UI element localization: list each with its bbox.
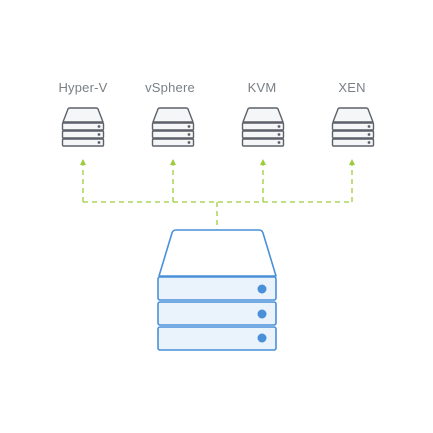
server-icon-kvm-unit-1 [241, 122, 285, 131]
server-icon-kvm-led-3 [277, 141, 281, 144]
server-icon-vsphere-led-1 [187, 125, 191, 128]
server-icon-vsphere [151, 107, 195, 147]
server-icon-vsphere-unit-2 [151, 130, 195, 139]
xen-label: XEN [338, 80, 366, 95]
storage-unit-3 [157, 326, 277, 351]
arrowhead-vsphere [170, 159, 176, 165]
storage-top [158, 229, 277, 277]
storage-unit-1 [157, 276, 277, 301]
server-icon-xen-led-1 [367, 125, 371, 128]
server-icon-hyperv-unit-3 [61, 138, 105, 147]
server-icon-hyperv-led-2 [97, 133, 101, 136]
server-icon-vsphere-unit-1 [151, 122, 195, 131]
storage-unit-2 [157, 301, 277, 326]
arrowhead-xen [349, 159, 355, 165]
hyperv-label: Hyper-V [58, 80, 108, 95]
server-icon-kvm-top [242, 107, 284, 123]
server-icon-xen-led-3 [367, 141, 371, 144]
server-icon-vsphere-unit-3 [151, 138, 195, 147]
server-icon-hyperv [61, 107, 105, 147]
server-icon-kvm-led-1 [277, 125, 281, 128]
server-icon-xen [331, 107, 375, 147]
storage-led-2 [257, 309, 267, 319]
server-icon-hyperv-unit-2 [61, 130, 105, 139]
arrowhead-kvm [260, 159, 266, 165]
server-icon-vsphere-led-2 [187, 133, 191, 136]
server-icon-xen-unit-1 [331, 122, 375, 131]
server-icon-hyperv-top [62, 107, 104, 123]
vsphere-label: vSphere [145, 80, 195, 95]
kvm-label: KVM [247, 80, 277, 95]
server-icon-kvm-led-2 [277, 133, 281, 136]
connector-lines [80, 159, 355, 254]
arrowhead-hyperv [80, 159, 86, 165]
storage-led-1 [257, 284, 267, 294]
server-icon-hyperv-unit-1 [61, 122, 105, 131]
server-icon-vsphere-led-3 [187, 141, 191, 144]
server-icon-kvm-unit-2 [241, 130, 285, 139]
server-icon-kvm-unit-3 [241, 138, 285, 147]
server-icon-xen-unit-3 [331, 138, 375, 147]
server-icon-vsphere-top [152, 107, 194, 123]
server-icon-kvm [241, 107, 285, 147]
server-icon-hyperv-led-3 [97, 141, 101, 144]
server-icon-xen-unit-2 [331, 130, 375, 139]
storage-led-3 [257, 333, 267, 343]
server-icon-xen-top [332, 107, 374, 123]
server-icon-hyperv-led-1 [97, 125, 101, 128]
server-icon-xen-led-2 [367, 133, 371, 136]
storage-server-icon [157, 229, 277, 351]
